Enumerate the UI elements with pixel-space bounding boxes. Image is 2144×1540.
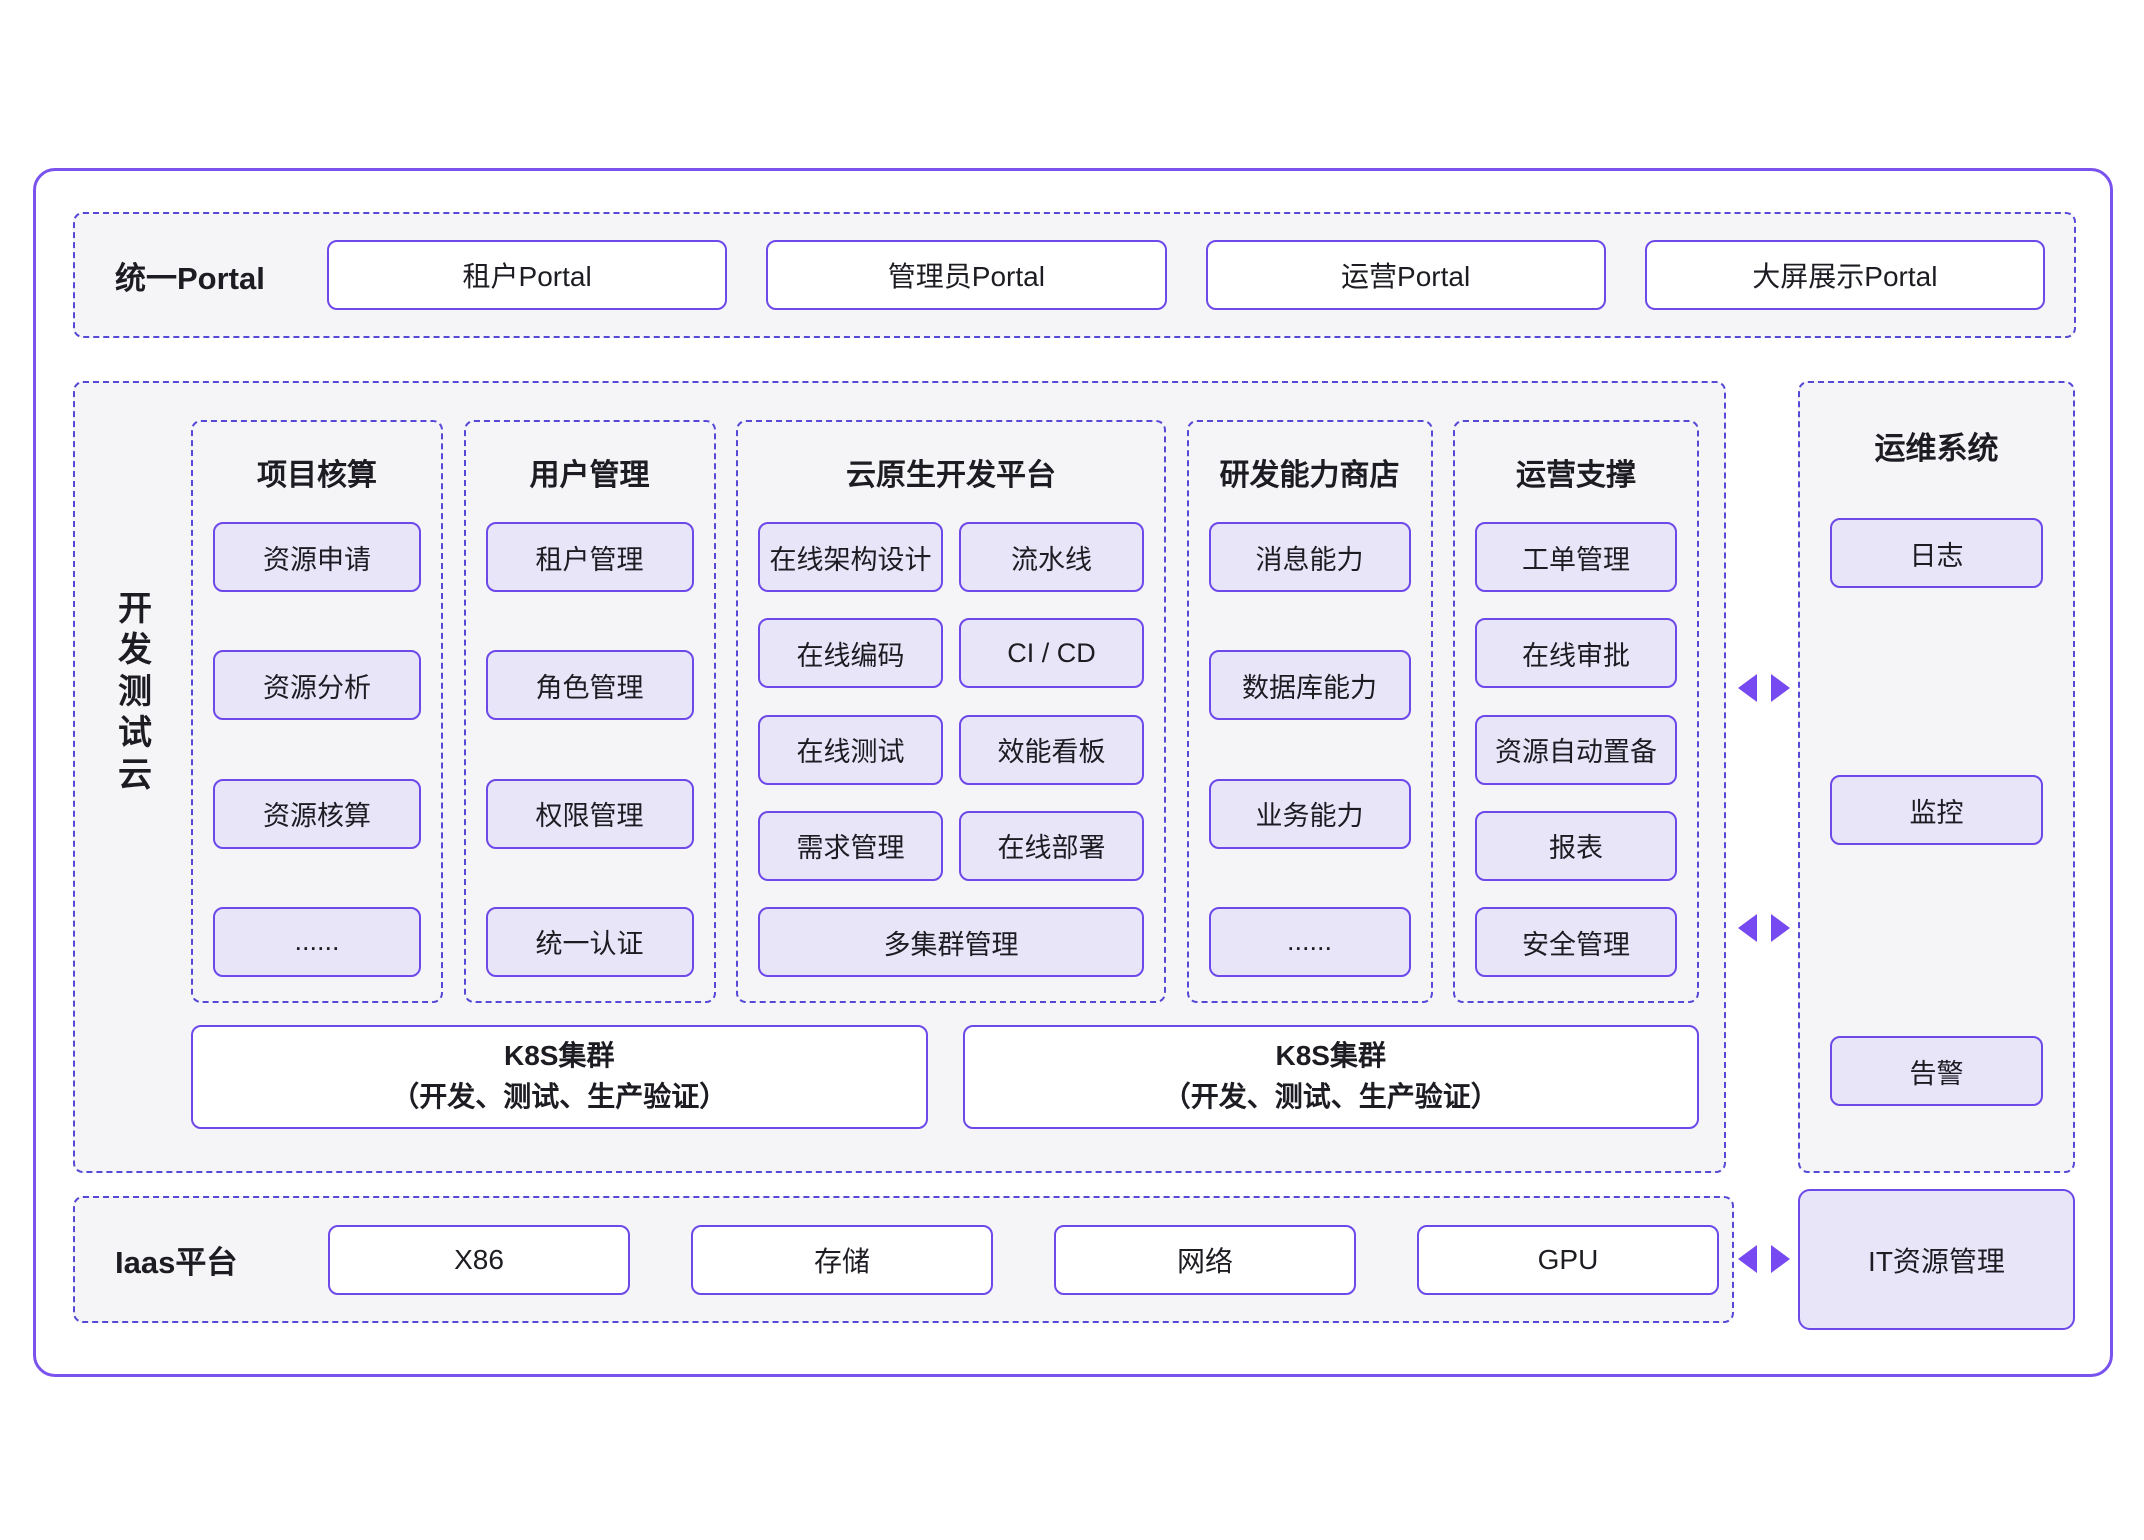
module-box: 租户管理	[485, 522, 694, 592]
module-box: 在线编码	[758, 618, 943, 689]
module-box: 资源核算	[213, 778, 421, 849]
module-box: 消息能力	[1208, 522, 1411, 592]
arrow-right-icon	[1771, 1245, 1790, 1273]
admin-portal-box: 管理员Portal	[766, 240, 1167, 310]
column-title: 云原生开发平台	[846, 459, 1056, 492]
it-resource-management-box: IT资源管理	[1798, 1189, 2075, 1330]
unified-portal-label: 统一Portal	[115, 260, 265, 296]
module-box: 业务能力	[1208, 778, 1411, 849]
module-box: 在线部署	[959, 810, 1144, 881]
module-box: 角色管理	[485, 650, 694, 721]
dev-test-cloud-section: 开发测试云 项目核算 资源申请 资源分析 资源核算 ...... 用户管理 租户…	[73, 381, 1726, 1173]
k8s-cluster-box-left: K8S集群 （开发、测试、生产验证）	[191, 1025, 928, 1129]
bidirectional-arrow-icon	[1738, 914, 1790, 942]
k8s-line1: K8S集群	[1275, 1040, 1386, 1072]
k8s-line2: （开发、测试、生产验证）	[391, 1081, 728, 1112]
module-box: CI / CD	[959, 618, 1144, 689]
column-capability-store: 研发能力商店 消息能力 数据库能力 业务能力 ......	[1186, 420, 1433, 1003]
ops-system-section: 运维系统 日志 监控 告警	[1798, 381, 2075, 1173]
module-box: 在线架构设计	[758, 522, 943, 592]
column-cloud-native-platform: 云原生开发平台 在线架构设计 流水线 在线编码 CI / CD 在线测试 效能看	[736, 420, 1166, 1003]
diagram-outer-frame: 统一Portal 租户Portal 管理员Portal 运营Portal 大屏展…	[33, 168, 2113, 1377]
bigscreen-portal-box: 大屏展示Portal	[1644, 240, 2045, 310]
column-title: 研发能力商店	[1219, 459, 1400, 492]
alert-box: 告警	[1830, 1036, 2043, 1106]
arrow-right-icon	[1771, 914, 1790, 942]
gpu-box: GPU	[1417, 1224, 1719, 1295]
arrow-left-icon	[1738, 1245, 1757, 1273]
module-box: 安全管理	[1475, 907, 1677, 977]
logs-box: 日志	[1830, 518, 2043, 588]
k8s-line1: K8S集群	[504, 1040, 615, 1072]
module-box-ellipsis: ......	[1208, 906, 1411, 977]
module-box: 流水线	[959, 522, 1144, 592]
unified-portal-section: 统一Portal 租户Portal 管理员Portal 运营Portal 大屏展…	[73, 212, 2076, 338]
column-user-management: 用户管理 租户管理 角色管理 权限管理 统一认证	[463, 420, 716, 1003]
portal-button-row: 租户Portal 管理员Portal 运营Portal 大屏展示Portal	[327, 240, 2045, 310]
module-box: 需求管理	[758, 810, 943, 881]
module-box: 效能看板	[959, 714, 1144, 785]
module-box-multicluster: 多集群管理	[758, 907, 1144, 977]
operation-portal-box: 运营Portal	[1205, 240, 1606, 310]
bidirectional-arrow-icon	[1738, 1245, 1790, 1273]
tenant-portal-box: 租户Portal	[327, 240, 728, 310]
module-box-ellipsis: ......	[213, 906, 421, 977]
module-box: 统一认证	[485, 906, 694, 977]
module-box: 资源自动置备	[1475, 714, 1677, 785]
monitoring-box: 监控	[1830, 775, 2043, 845]
column-title: 项目核算	[257, 459, 377, 492]
column-project-accounting: 项目核算 资源申请 资源分析 资源核算 ......	[191, 420, 443, 1003]
dev-test-cloud-label: 开发测试云	[118, 590, 152, 794]
bidirectional-arrow-icon	[1738, 674, 1790, 702]
module-box: 工单管理	[1475, 522, 1677, 592]
column-title: 用户管理	[529, 459, 650, 492]
k8s-cluster-row: K8S集群 （开发、测试、生产验证） K8S集群 （开发、测试、生产验证）	[191, 1025, 1699, 1129]
column-operation-support: 运营支撑 工单管理 在线审批 资源自动置备 报表 安全管理	[1453, 420, 1699, 1003]
arrow-right-icon	[1771, 674, 1790, 702]
iaas-platform-label: Iaas平台	[115, 1245, 238, 1280]
dev-cloud-columns: 项目核算 资源申请 资源分析 资源核算 ...... 用户管理 租户管理 角色管…	[191, 420, 1699, 1003]
arrow-left-icon	[1738, 674, 1757, 702]
iaas-platform-section: Iaas平台 X86 存储 网络 GPU	[73, 1196, 1734, 1323]
x86-box: X86	[328, 1224, 630, 1295]
storage-box: 存储	[691, 1224, 993, 1295]
network-box: 网络	[1054, 1224, 1356, 1295]
module-box: 资源分析	[213, 650, 421, 721]
iaas-resource-row: X86 存储 网络 GPU	[328, 1224, 1719, 1295]
module-box: 在线审批	[1475, 618, 1677, 689]
module-box: 报表	[1475, 810, 1677, 881]
module-box: 在线测试	[758, 714, 943, 785]
ops-system-title: 运维系统	[1874, 431, 1999, 466]
module-box: 资源申请	[213, 522, 421, 592]
module-box: 权限管理	[485, 778, 694, 849]
k8s-line2: （开发、测试、生产验证）	[1162, 1081, 1499, 1112]
arrow-left-icon	[1738, 914, 1757, 942]
module-box: 数据库能力	[1208, 650, 1411, 721]
column-title: 运营支撑	[1516, 459, 1636, 492]
k8s-cluster-box-right: K8S集群 （开发、测试、生产验证）	[962, 1025, 1699, 1129]
